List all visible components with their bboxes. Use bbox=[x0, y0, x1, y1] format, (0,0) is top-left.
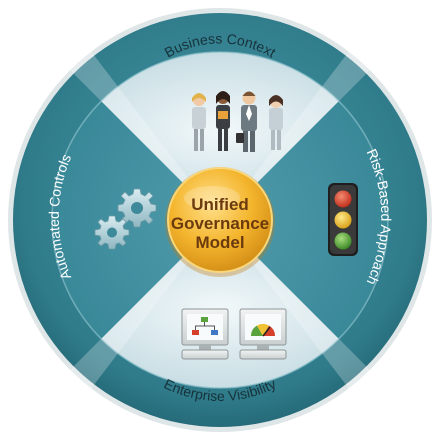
center-line-2: Governance bbox=[171, 214, 269, 233]
center-line-1: Unified bbox=[191, 195, 249, 214]
gears-icon bbox=[94, 188, 157, 250]
people-icon bbox=[192, 91, 283, 152]
quadrant-right bbox=[220, 52, 388, 388]
center-hub: Unified Governance Model bbox=[165, 167, 275, 277]
monitors-icon bbox=[181, 308, 287, 360]
traffic-light-icon bbox=[328, 183, 358, 256]
center-line-3: Model bbox=[195, 233, 244, 252]
diagonal-bands bbox=[70, 50, 370, 390]
